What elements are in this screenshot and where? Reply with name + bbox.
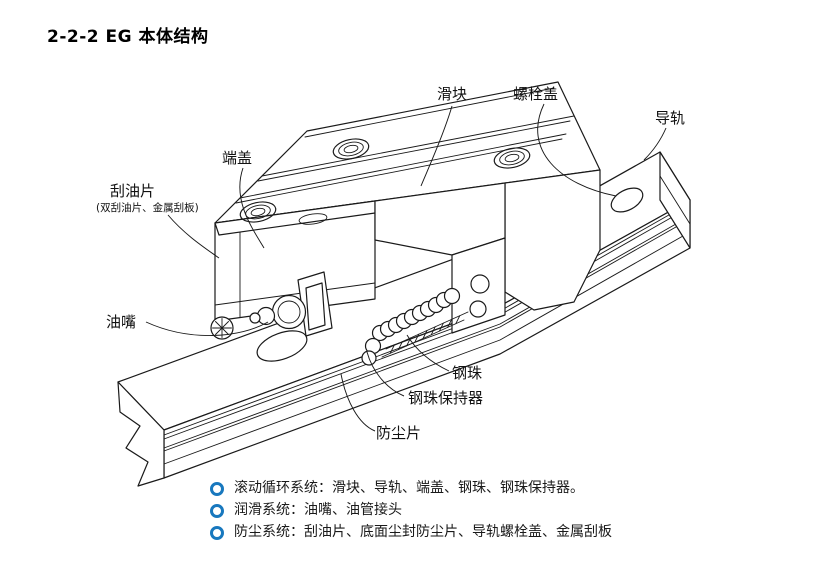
legend-item-text: 防尘系统：刮油片、底面尘封防尘片、导轨螺栓盖、金属刮板: [234, 524, 612, 540]
label-bolt-cover: 螺栓盖: [513, 85, 558, 103]
slider-block-drawing: [214, 81, 601, 334]
bullet-icon: [210, 482, 224, 496]
label-grease-nipple: 油嘴: [106, 313, 136, 331]
cutaway-return-hole-upper: [470, 274, 490, 294]
rail-groove-line: [163, 215, 691, 465]
steel-ball-shape: [443, 287, 461, 305]
leader-rail: [643, 127, 667, 161]
block-threaded-hole: [332, 138, 370, 160]
legend-item: 滚动循环系统：滑块、导轨、端盖、钢珠、钢珠保持器。: [210, 478, 612, 500]
leader-slider: [420, 105, 453, 187]
leader-ball-retainer: [366, 351, 405, 397]
leader-dust-strip: [340, 373, 376, 432]
nipple-hex-flange: [305, 282, 326, 331]
bullet-icon: [210, 526, 224, 540]
block-threaded-hole: [493, 147, 531, 169]
legend-item-text: 润滑系统：油嘴、油管接头: [234, 502, 402, 518]
rail-right-end-groove: [659, 175, 691, 225]
bullet-icon: [210, 504, 224, 518]
label-steel-ball: 钢珠: [452, 364, 482, 382]
nipple-body-inner: [277, 300, 301, 324]
nipple-body: [271, 294, 307, 330]
label-slider: 滑块: [437, 85, 467, 103]
label-rail: 导轨: [655, 109, 685, 127]
label-ball-retainer: 钢珠保持器: [408, 389, 483, 407]
leader-oil-scraper: [167, 214, 220, 259]
nipple-tip-cap: [249, 312, 261, 324]
legend-item-text: 滚动循环系统：滑块、导轨、端盖、钢珠、钢珠保持器。: [234, 480, 584, 496]
phillips-cross: [212, 318, 232, 338]
screw-drawing: [210, 316, 234, 340]
steel-balls-drawing: [361, 287, 461, 366]
legend-item: 防尘系统：刮油片、底面尘封防尘片、导轨螺栓盖、金属刮板: [210, 522, 612, 544]
part-labels: 滑块 螺栓盖 导轨 端盖 刮油片 (双刮油片、金属刮板) 油嘴 钢珠 钢珠保持器…: [96, 85, 685, 442]
leader-grease-nipple: [145, 321, 269, 336]
block-rear-chamfer-line: [304, 87, 555, 138]
label-end-cap: 端盖: [222, 149, 252, 167]
leader-lines: [145, 103, 667, 432]
page-title: 2-2-2 EG 本体结构: [47, 27, 209, 47]
system-legend: 滚动循环系统：滑块、导轨、端盖、钢珠、钢珠保持器。 润滑系统：油嘴、油管接头 防…: [210, 478, 612, 544]
rail-left-break-face: [117, 381, 165, 487]
grease-nipple-drawing: [249, 271, 333, 337]
cutaway-return-hole-lower: [469, 300, 487, 318]
rail-bolt-hole-left: [256, 330, 308, 362]
rail-bolt-hole-right: [610, 187, 644, 213]
endcap-panel-line: [214, 231, 376, 318]
label-oil-scraper: 刮油片: [110, 182, 155, 200]
label-oil-scraper-note: (双刮油片、金属刮板): [96, 201, 199, 214]
legend-item: 润滑系统：油嘴、油管接头: [210, 500, 612, 522]
label-dust-strip: 防尘片: [376, 424, 421, 442]
leader-steel-ball: [406, 334, 450, 372]
leader-end-cap: [239, 167, 265, 249]
block-top-channel-strips: [235, 115, 575, 204]
endcap-groove: [298, 213, 328, 225]
ball-retainer-drawing: [381, 311, 469, 358]
leader-bolt-cover: [537, 103, 617, 197]
